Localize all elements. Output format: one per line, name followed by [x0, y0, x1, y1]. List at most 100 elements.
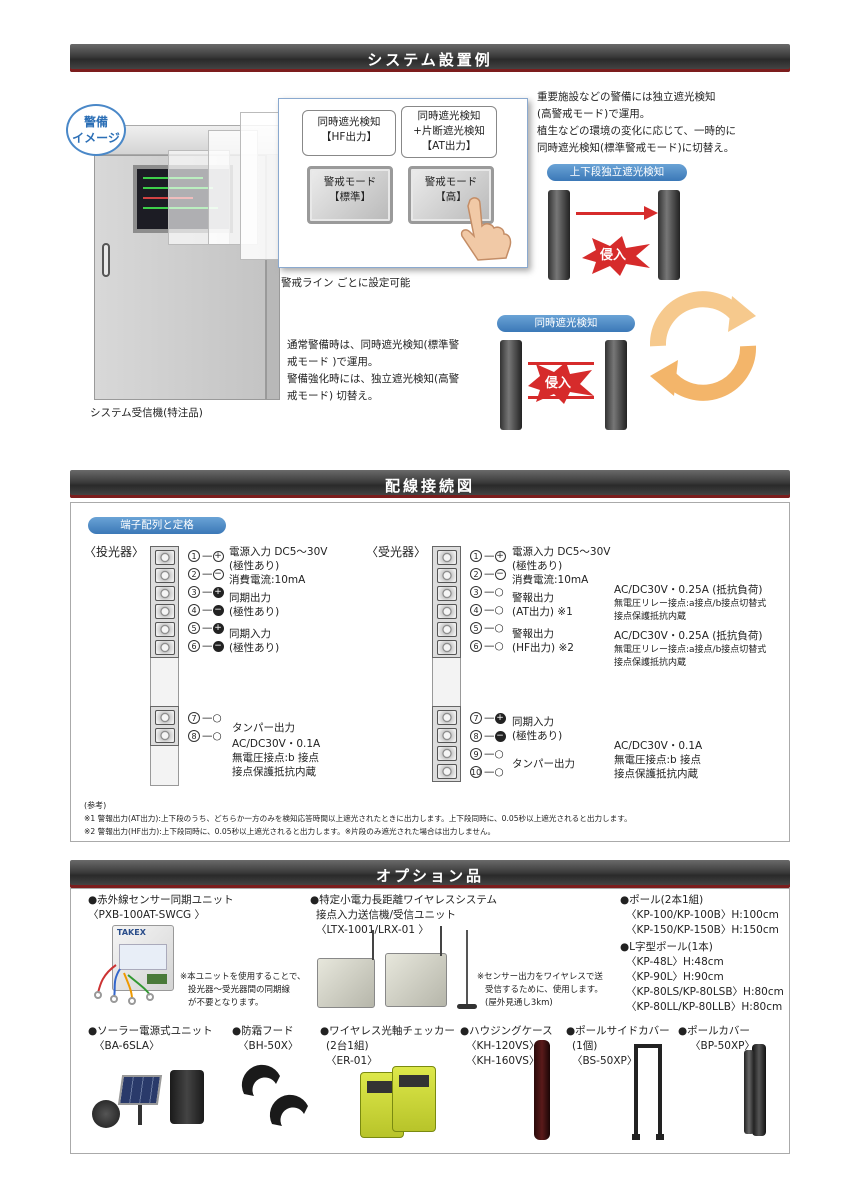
solar-battery-box: [170, 1070, 204, 1124]
solar-disk: [92, 1100, 120, 1128]
text-bottom-4: 戒モード) 切替え。: [287, 390, 379, 402]
arrow-head-top-icon: [644, 206, 658, 220]
intrusion-label-bottom: 侵入: [545, 376, 572, 391]
antenna-2: [440, 926, 442, 956]
note-2: ※2 警報出力(HF出力):上下段同時に、0.05秒以上遮光されると出力します。…: [84, 827, 496, 836]
wiring-frame: [70, 502, 790, 842]
frost-hood-image: [241, 1064, 308, 1126]
item6-title: ●防霜フード: [232, 1025, 294, 1037]
ghost-screen-3: [240, 112, 284, 260]
section-title: オプション品: [375, 867, 484, 885]
item6-model: 〈BH-50X〉: [238, 1040, 299, 1052]
item10-title: ●ポールカバー: [678, 1025, 750, 1037]
item7-model: 〈ER-01〉: [326, 1055, 378, 1067]
badge-line1: 警備: [83, 115, 108, 129]
item1-model: 〈PXB-100AT-SWCG 〉: [88, 909, 206, 921]
rx-rating2-3: 接点保護抵抗内蔵: [614, 658, 687, 668]
rx-term-10: 10—○: [470, 766, 504, 778]
wireless-rx-image: [385, 953, 447, 1007]
text-bottom-2: 戒モード )で運用。: [287, 356, 379, 368]
tx-syncout-2: (極性あり): [229, 606, 280, 618]
tx-label: 〈投光器〉: [84, 545, 145, 559]
item8-title: ●ハウジングケース: [460, 1025, 553, 1037]
item2-note-2: 受信するために、使用します。: [485, 985, 603, 995]
rx-alarm-hf-2: (HF出力) ※2: [512, 642, 574, 654]
btn1-line1: 警戒モード: [323, 176, 377, 188]
tx-tamper-3: 無電圧接点:b 接点: [232, 752, 320, 764]
note-ref: (参考): [84, 801, 107, 810]
rx-power-1: 電源入力 DC5～30V: [512, 546, 611, 558]
text-top-3: 植生などの環境の変化に応じて、一時的に: [537, 125, 736, 137]
beam-arrow-top: [576, 212, 648, 215]
sensor-left-top: [548, 190, 570, 280]
tx-power-2: (極性あり): [229, 560, 280, 572]
tx-term-8: 8—○: [188, 729, 222, 744]
pole-cover-image-2: [744, 1050, 754, 1134]
rx-tamper-rating-1: AC/DC30V・0.1A: [614, 740, 703, 752]
rx-rating1-2: 無電圧リレー接点:a接点/b接点切替式: [614, 599, 767, 609]
item5-title: ●ソーラー電源式ユニット: [88, 1025, 213, 1037]
rx-rating1-1: AC/DC30V・0.25A (抵抗負荷): [614, 584, 763, 596]
tx-tamper-1: タンパー出力: [232, 722, 295, 734]
rx-term-5: 5—○: [470, 621, 504, 636]
mode-standard-button[interactable]: 警戒モード 【標準】: [307, 166, 393, 224]
section-title: システム設置例: [367, 51, 493, 69]
tx-term-7: 7—○: [188, 711, 222, 726]
rx-tamper-rating-2: 無電圧接点:b 接点: [614, 754, 702, 766]
rx-tamper: タンパー出力: [512, 758, 575, 770]
item4-line1: 〈KP-48L〉H:48cm: [626, 956, 724, 968]
tx-term-4: 4—−: [188, 603, 224, 618]
rx-syncin-1: 同期入力: [512, 716, 554, 728]
item4-title: ●L字型ポール(1本): [620, 941, 713, 953]
at-line1: 同時遮光検知: [417, 110, 481, 122]
item4-line3: 〈KP-80LS/KP-80LSB〉H:80cm: [626, 986, 784, 998]
btn2-line2: 【高】: [435, 191, 467, 203]
text-bottom-1: 通常警備時は、同時遮光検知(標準警: [287, 339, 460, 351]
rx-terminal-block-1: [432, 546, 461, 658]
rx-power-2: (極性あり): [512, 560, 563, 572]
tx-syncin-1: 同期入力: [229, 628, 271, 640]
rx-label: 〈受光器〉: [366, 545, 427, 559]
beam-arrow-bottom-1: [528, 362, 594, 365]
cabinet-handle[interactable]: [102, 243, 110, 277]
rx-term-9: 9—○: [470, 747, 504, 762]
btn2-line1: 警戒モード: [424, 176, 478, 188]
housing-case-image: [534, 1040, 550, 1140]
hf-line1: 同時遮光検知: [317, 116, 381, 128]
whip-antenna: [466, 930, 468, 1006]
pill-independent-detection: 上下段独立遮光検知: [547, 164, 687, 181]
item4-line4: 〈KP-80LL/KP-80LLB〉H:80cm: [626, 1001, 783, 1013]
item3-line2: 〈KP-150/KP-150B〉H:150cm: [626, 924, 779, 936]
tx-terminal-block-2: [150, 706, 179, 746]
panel-caption: 警戒ライン ごとに設定可能: [281, 277, 411, 289]
item8-model1: 〈KH-120VS〉: [466, 1040, 540, 1052]
hand-pointer-icon: [460, 197, 512, 261]
pole-cover-image: [752, 1044, 766, 1136]
section-header-system: システム設置例: [70, 44, 790, 72]
tx-terminal-block-1: [150, 546, 179, 658]
rx-term-4: 4—○: [470, 603, 504, 618]
tx-term-6: 6—−: [188, 639, 224, 654]
item1-note-3: が不要となります。: [188, 998, 264, 1008]
rx-alarm-hf-1: 警報出力: [512, 628, 554, 640]
item7-sub: (2台1組): [326, 1040, 369, 1052]
item1-note-1: ※本ユニットを使用することで、: [180, 972, 306, 982]
tx-syncin-2: (極性あり): [229, 642, 280, 654]
item1-note-2: 投光器～受光器間の同期線: [188, 985, 291, 995]
item3-line1: 〈KP-100/KP-100B〉H:100cm: [626, 909, 779, 921]
rx-rating2-1: AC/DC30V・0.25A (抵抗負荷): [614, 630, 763, 642]
hf-line2: 【HF出力】: [321, 131, 377, 143]
text-top-1: 重要施設などの警備には独立遮光検知: [537, 91, 716, 103]
rx-alarm-at-2: (AT出力) ※1: [512, 606, 573, 618]
rx-rating1-3: 接点保護抵抗内蔵: [614, 612, 687, 622]
note-1: ※1 警報出力(AT出力):上下段のうち、どちらか一方のみを検知応答時間以上遮光…: [84, 814, 632, 823]
item1-title: ●赤外線センサー同期ユニット: [88, 894, 234, 906]
sync-unit-wires-icon: [94, 964, 154, 1005]
item9-model: 〈BS-50XP〉: [572, 1055, 638, 1067]
tx-term-1: 1—+: [188, 549, 224, 564]
rx-tamper-rating-3: 接点保護抵抗内蔵: [614, 768, 698, 780]
rx-term-8: 8—−: [470, 729, 506, 744]
sensor-right-bottom: [605, 340, 627, 430]
wireless-tx-image: [317, 958, 375, 1008]
btn1-line2: 【標準】: [329, 191, 371, 203]
